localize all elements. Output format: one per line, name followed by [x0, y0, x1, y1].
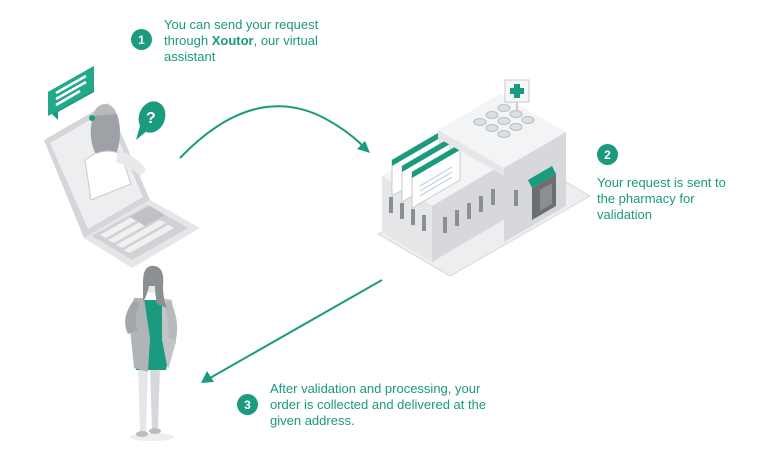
step-description: You can send your request through Xoutor…: [164, 17, 354, 65]
pharmacy-building-illustration: [377, 79, 591, 277]
step-description: Your request is sent to the pharmacy for…: [597, 175, 726, 222]
svg-text:?: ?: [146, 110, 156, 127]
step-description: After validation and processing, your or…: [270, 381, 487, 428]
step-3: 3 After validation and processing, your …: [237, 381, 505, 429]
flow-arrow: [179, 105, 365, 159]
step-number-badge: 2: [597, 144, 618, 165]
woman-figure-illustration: [125, 265, 178, 441]
flow-arrow: [209, 279, 383, 379]
step-1: 1 You can send your request through Xout…: [131, 17, 354, 65]
step-2: 2 Your request is sent to the pharmacy f…: [597, 144, 737, 223]
medical-cross-icon: [504, 79, 530, 112]
step-text-end: , our virtual assistant: [164, 33, 318, 64]
question-bubble-icon: ?: [136, 101, 166, 140]
step-text: You can send your request through: [164, 17, 319, 48]
chat-bubble-icon: [48, 66, 94, 120]
step-number-badge: 1: [131, 29, 152, 50]
assistant-name: Xoutor: [211, 33, 254, 48]
laptop-assistant-illustration: [44, 103, 200, 268]
step-number-badge: 3: [237, 394, 258, 415]
